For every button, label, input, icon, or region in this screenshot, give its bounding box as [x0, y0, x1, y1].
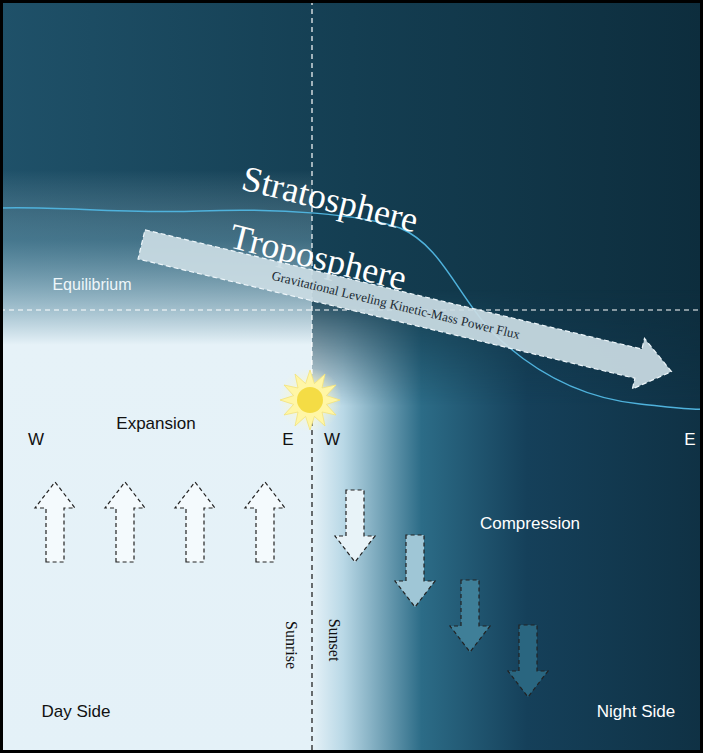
terminator-label: Sunset: [325, 619, 343, 662]
expansion-arrows: [35, 482, 285, 562]
direction-label: E: [282, 431, 293, 450]
zone-label: Equilibrium: [52, 276, 131, 294]
expansion-arrow: [175, 482, 215, 562]
direction-label: W: [324, 431, 340, 450]
terminator-label: Sunrise: [282, 621, 300, 669]
sun-symbol: [278, 368, 342, 432]
tropopause-line: [0, 208, 703, 410]
compression-arrow: [508, 625, 548, 697]
process-label: Compression: [480, 515, 580, 534]
direction-label: E: [684, 431, 695, 450]
direction-label: W: [28, 431, 44, 450]
expansion-arrow: [35, 482, 75, 562]
side-label: Day Side: [42, 703, 111, 722]
side-label: Night Side: [597, 703, 675, 722]
terminator-line: [311, 385, 312, 753]
compression-arrow: [450, 580, 490, 652]
arrow-outline: [135, 219, 677, 397]
process-label: Expansion: [116, 415, 195, 434]
compression-arrow: [395, 535, 435, 607]
expansion-arrow: [105, 482, 145, 562]
compression-arrow: [335, 490, 375, 562]
expansion-arrow: [245, 482, 285, 562]
